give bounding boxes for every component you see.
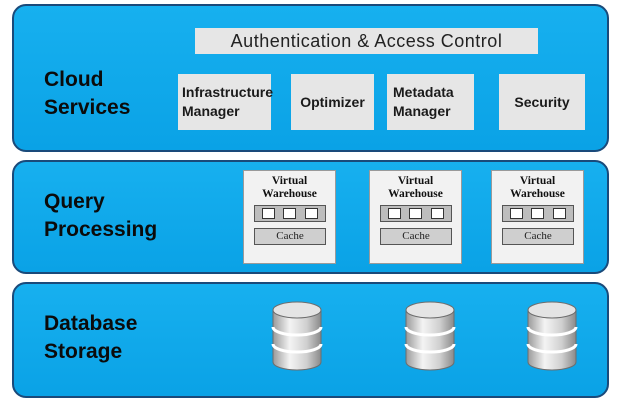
virtual-warehouse-title: Virtual Warehouse <box>244 175 335 201</box>
optimizer-box: Optimizer <box>291 74 374 130</box>
compute-node <box>531 208 545 219</box>
database-cylinder-icon <box>526 301 578 371</box>
cloud-services-layer: Cloud Services Authentication & Access C… <box>12 4 609 152</box>
metadata-manager-label-line1: Metadata <box>393 84 454 100</box>
compute-nodes-row <box>254 205 326 222</box>
metadata-manager-box: Metadata Manager <box>387 74 474 130</box>
authentication-access-control-box: Authentication & Access Control <box>195 28 538 54</box>
database-storage-title-line1: Database <box>44 312 138 335</box>
cache-box: Cache <box>502 228 574 245</box>
security-box: Security <box>499 74 585 130</box>
optimizer-label: Optimizer <box>300 93 365 110</box>
infrastructure-manager-label-line2: Manager <box>182 103 240 119</box>
metadata-manager-label-line2: Manager <box>393 103 451 119</box>
virtual-warehouse-title: Virtual Warehouse <box>370 175 461 201</box>
database-storage-title-line2: Storage <box>44 340 123 363</box>
virtual-warehouse-title-line2: Warehouse <box>262 188 317 200</box>
infrastructure-manager-box: Infrastructure Manager <box>178 74 274 130</box>
compute-node <box>552 208 566 219</box>
compute-node <box>283 208 297 219</box>
query-processing-layer: Query Processing Virtual Warehouse Cache… <box>12 160 609 274</box>
cloud-services-title: Cloud Services <box>44 66 130 122</box>
virtual-warehouse-1: Virtual Warehouse Cache <box>243 170 336 264</box>
compute-nodes-row <box>502 205 574 222</box>
query-processing-title-line1: Query <box>44 190 105 213</box>
virtual-warehouse-title-line2: Warehouse <box>388 188 443 200</box>
compute-node <box>510 208 524 219</box>
compute-nodes-row <box>380 205 452 222</box>
virtual-warehouse-title-line1: Virtual <box>271 175 308 187</box>
cloud-services-title-line2: Services <box>44 96 131 119</box>
cache-box: Cache <box>380 228 452 245</box>
infrastructure-manager-label-line1: Infrastructure <box>182 84 274 100</box>
virtual-warehouse-title-line2: Warehouse <box>510 188 565 200</box>
virtual-warehouse-title-line1: Virtual <box>519 175 556 187</box>
database-cylinder-icon <box>271 301 323 371</box>
database-cylinder-icon <box>404 301 456 371</box>
compute-node <box>430 208 444 219</box>
security-label: Security <box>514 93 570 110</box>
virtual-warehouse-title-line1: Virtual <box>397 175 434 187</box>
virtual-warehouse-2: Virtual Warehouse Cache <box>369 170 462 264</box>
cloud-services-title-line1: Cloud <box>44 68 104 91</box>
database-storage-title: Database Storage <box>44 310 137 366</box>
database-storage-layer: Database Storage <box>12 282 609 398</box>
cache-box: Cache <box>254 228 326 245</box>
compute-node <box>304 208 318 219</box>
virtual-warehouse-3: Virtual Warehouse Cache <box>491 170 584 264</box>
query-processing-title: Query Processing <box>44 188 157 244</box>
query-processing-title-line2: Processing <box>44 218 158 241</box>
compute-node <box>262 208 276 219</box>
compute-node <box>388 208 402 219</box>
virtual-warehouse-title: Virtual Warehouse <box>492 175 583 201</box>
compute-node <box>409 208 423 219</box>
